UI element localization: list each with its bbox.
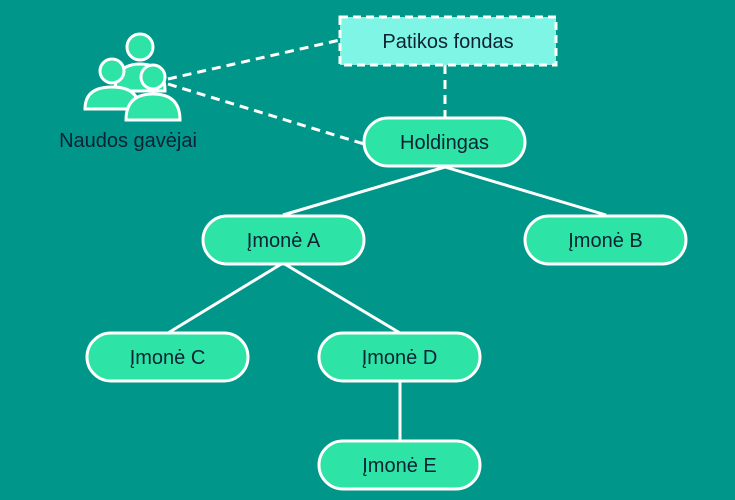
node-company-a-label: Įmonė A (247, 230, 321, 252)
node-company-a-shape (201, 214, 366, 266)
edge-holding-company-b (444, 165, 607, 217)
node-company-c-label: Įmonė C (130, 347, 206, 369)
trust-fund-label: Patikos fondas (382, 31, 513, 53)
edge-company-a-company-d (282, 261, 401, 335)
edge-holding-company-a (282, 165, 446, 217)
node-company-a: Įmonė A (201, 214, 366, 266)
node-holding-shape (362, 116, 527, 168)
connectors (167, 38, 607, 441)
node-company-b-shape (523, 214, 688, 266)
people-group-icon (83, 32, 182, 122)
edge-company-a-company-c (167, 261, 284, 335)
beneficiaries-label: Naudos gavėjai (59, 130, 197, 152)
node-company-b-label: Įmonė B (568, 230, 642, 252)
node-company-e-shape (317, 439, 482, 491)
trust-fund-box: Patikos fondas (338, 15, 558, 67)
node-company-e: Įmonė E (317, 439, 482, 491)
trust-fund-rect (338, 15, 558, 67)
node-company-e-label: Įmonė E (362, 455, 436, 477)
node-company-c-shape (85, 331, 250, 383)
edge-beneficiaries-holding (167, 82, 365, 146)
node-holding-label: Holdingas (400, 132, 489, 154)
node-holding: Holdingas (362, 116, 527, 168)
node-company-b: Įmonė B (523, 214, 688, 266)
node-company-d: Įmonė D (317, 331, 482, 383)
node-company-d-label: Įmonė D (362, 347, 438, 369)
node-company-d-shape (317, 331, 482, 383)
node-company-c: Įmonė C (85, 331, 250, 383)
